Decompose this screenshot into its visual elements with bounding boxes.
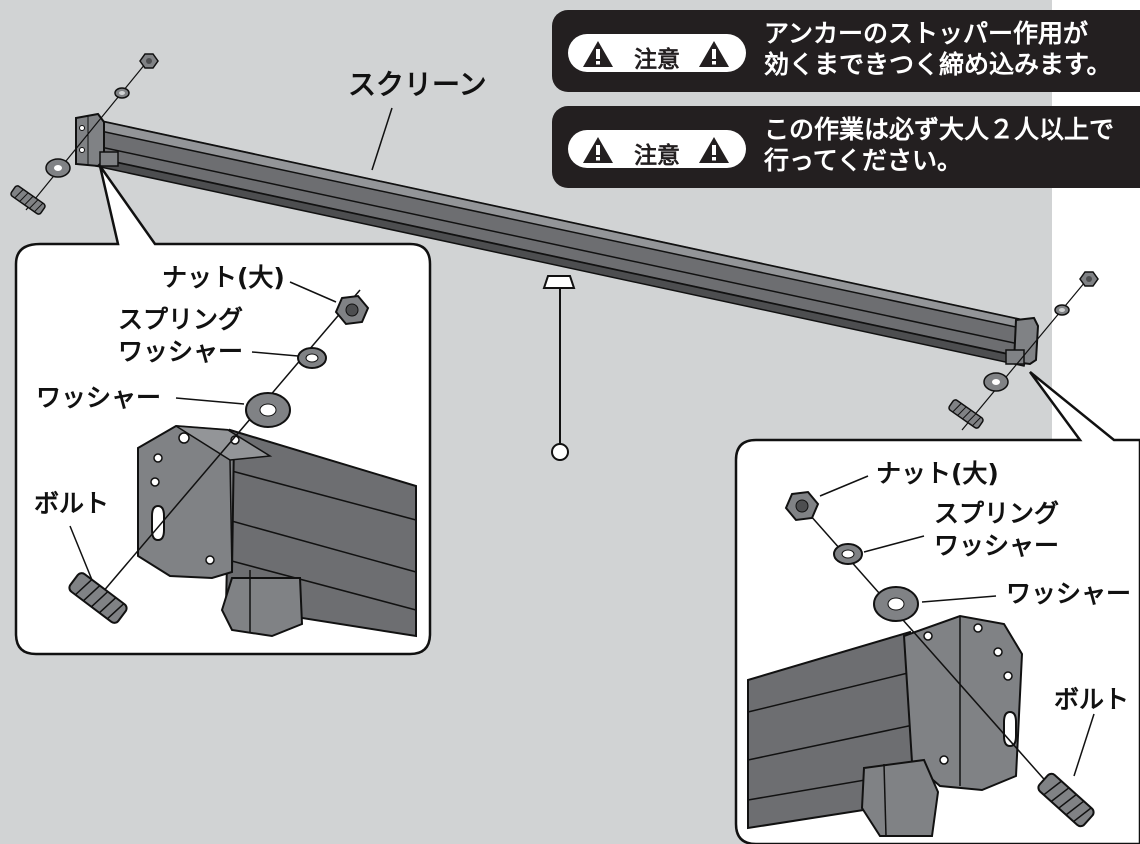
screen-label: スクリーン xyxy=(348,68,487,101)
right-detail-callout xyxy=(734,371,1140,844)
right-washer-label: ワッシャー xyxy=(1006,579,1132,608)
warning-triangle-icon xyxy=(583,41,613,67)
left-nut-label: ナット(大) xyxy=(162,263,285,292)
caution-badge: 注意 xyxy=(568,34,746,73)
right-spring-washer-label: スプリング xyxy=(934,499,1060,528)
screen-housing xyxy=(95,118,1034,367)
left-detail-callout xyxy=(14,165,432,656)
caution-banner-anchor: 注意 アンカーのストッパー作用が 効くまできつく締め込みます。 xyxy=(552,10,1140,92)
caution-line: 効くまできつく締め込みます。 xyxy=(764,50,1112,79)
warning-triangle-icon xyxy=(699,41,729,67)
warning-triangle-icon xyxy=(583,137,613,163)
screen-leader xyxy=(371,107,393,171)
left-spring-washer-label: スプリング xyxy=(118,305,244,334)
caution-badge-text: 注意 xyxy=(634,143,680,169)
right-nut-label: ナット(大) xyxy=(876,459,999,488)
caution-message: この作業は必ず大人２人以上で 行ってください。 xyxy=(764,114,1114,176)
left-end-cap xyxy=(75,112,119,168)
caution-banner-two-people: 注意 この作業は必ず大人２人以上で 行ってください。 xyxy=(552,106,1140,188)
right-spring-washer-label: ワッシャー xyxy=(934,531,1060,560)
caution-message: アンカーのストッパー作用が 効くまできつく締め込みます。 xyxy=(764,18,1112,80)
right-end-cap xyxy=(1005,316,1040,366)
left-washer-label: ワッシャー xyxy=(36,383,162,412)
caution-line: この作業は必ず大人２人以上で xyxy=(764,115,1115,144)
left-small-hardware xyxy=(10,53,159,215)
caution-line: 行ってください。 xyxy=(764,146,963,175)
right-small-hardware xyxy=(948,271,1099,431)
warning-triangle-icon xyxy=(699,137,729,163)
caution-line: アンカーのストッパー作用が xyxy=(764,19,1089,48)
caution-badge: 注意 xyxy=(568,130,746,169)
left-spring-washer-label: ワッシャー xyxy=(118,337,244,366)
left-bolt-label: ボルト xyxy=(34,489,110,518)
caution-badge-text: 注意 xyxy=(634,47,680,73)
pull-handle xyxy=(542,275,576,461)
right-bolt-label: ボルト xyxy=(1054,685,1130,714)
